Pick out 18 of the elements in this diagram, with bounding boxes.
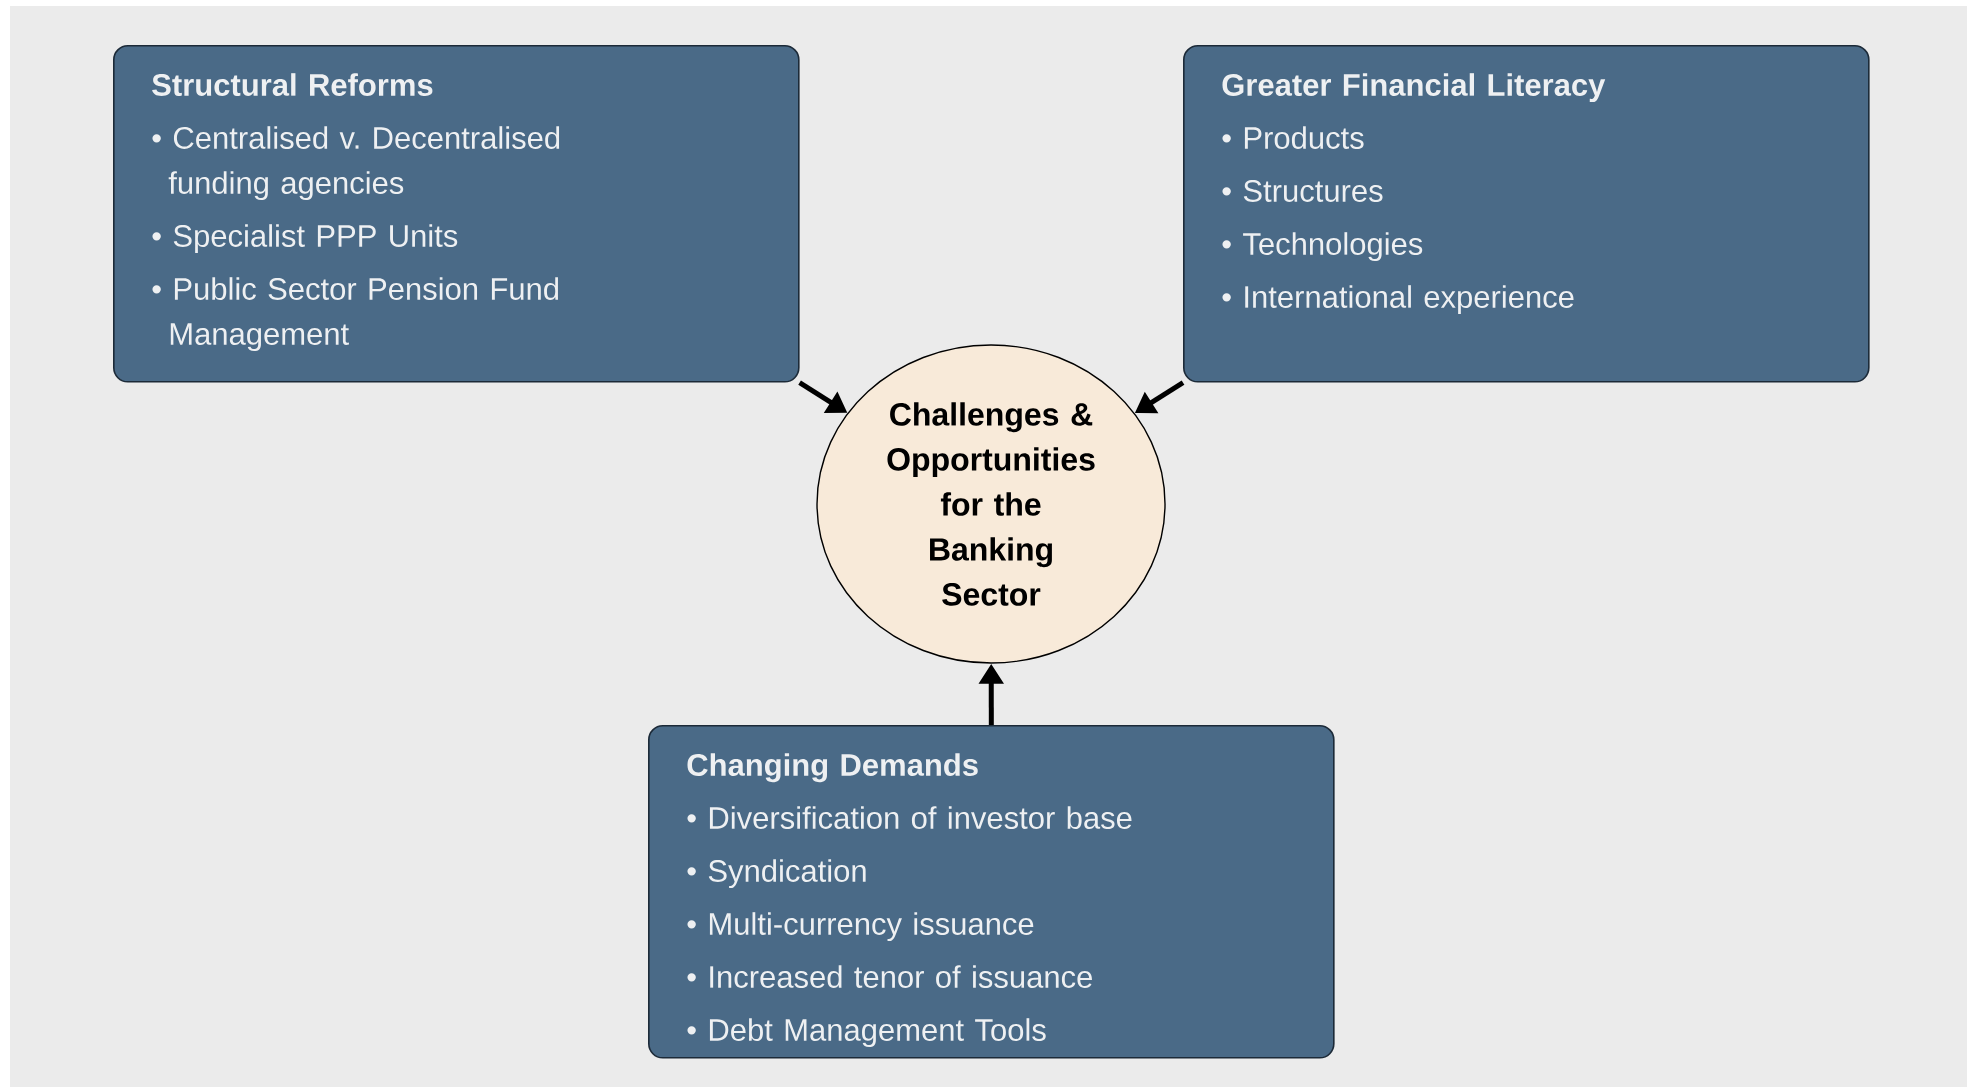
category-box <box>648 725 1335 1059</box>
category-box <box>113 45 800 383</box>
bullet-item: • Debt Management Tools <box>687 1018 1046 1048</box>
bullet-item: • Specialist PPP Units <box>152 224 458 254</box>
bullet-item: • Technologies <box>1222 232 1423 262</box>
bullet-item: • Structures <box>1222 180 1383 202</box>
bullet-item: • Diversification of investor base <box>687 806 1132 829</box>
category-box <box>1183 45 1870 383</box>
box-heading: Changing Demands <box>687 753 978 783</box>
box-heading: Greater Financial Literacy <box>1222 73 1606 103</box>
bullet-item: • Multi-currency issuance <box>687 912 1034 942</box>
bullet-item: • International experience <box>1222 285 1574 315</box>
bullet-item: • Public Sector Pension Fund Management <box>152 277 559 352</box>
bullet-item: • Products <box>1222 126 1364 149</box>
bullet-item: • Syndication <box>687 859 866 889</box>
bullet-item: • Centralised v. Decentralised funding agencies <box>152 126 560 201</box>
box-heading: Structural Reforms <box>152 73 433 96</box>
bullet-item: • Increased tenor of issuance <box>687 965 1092 988</box>
